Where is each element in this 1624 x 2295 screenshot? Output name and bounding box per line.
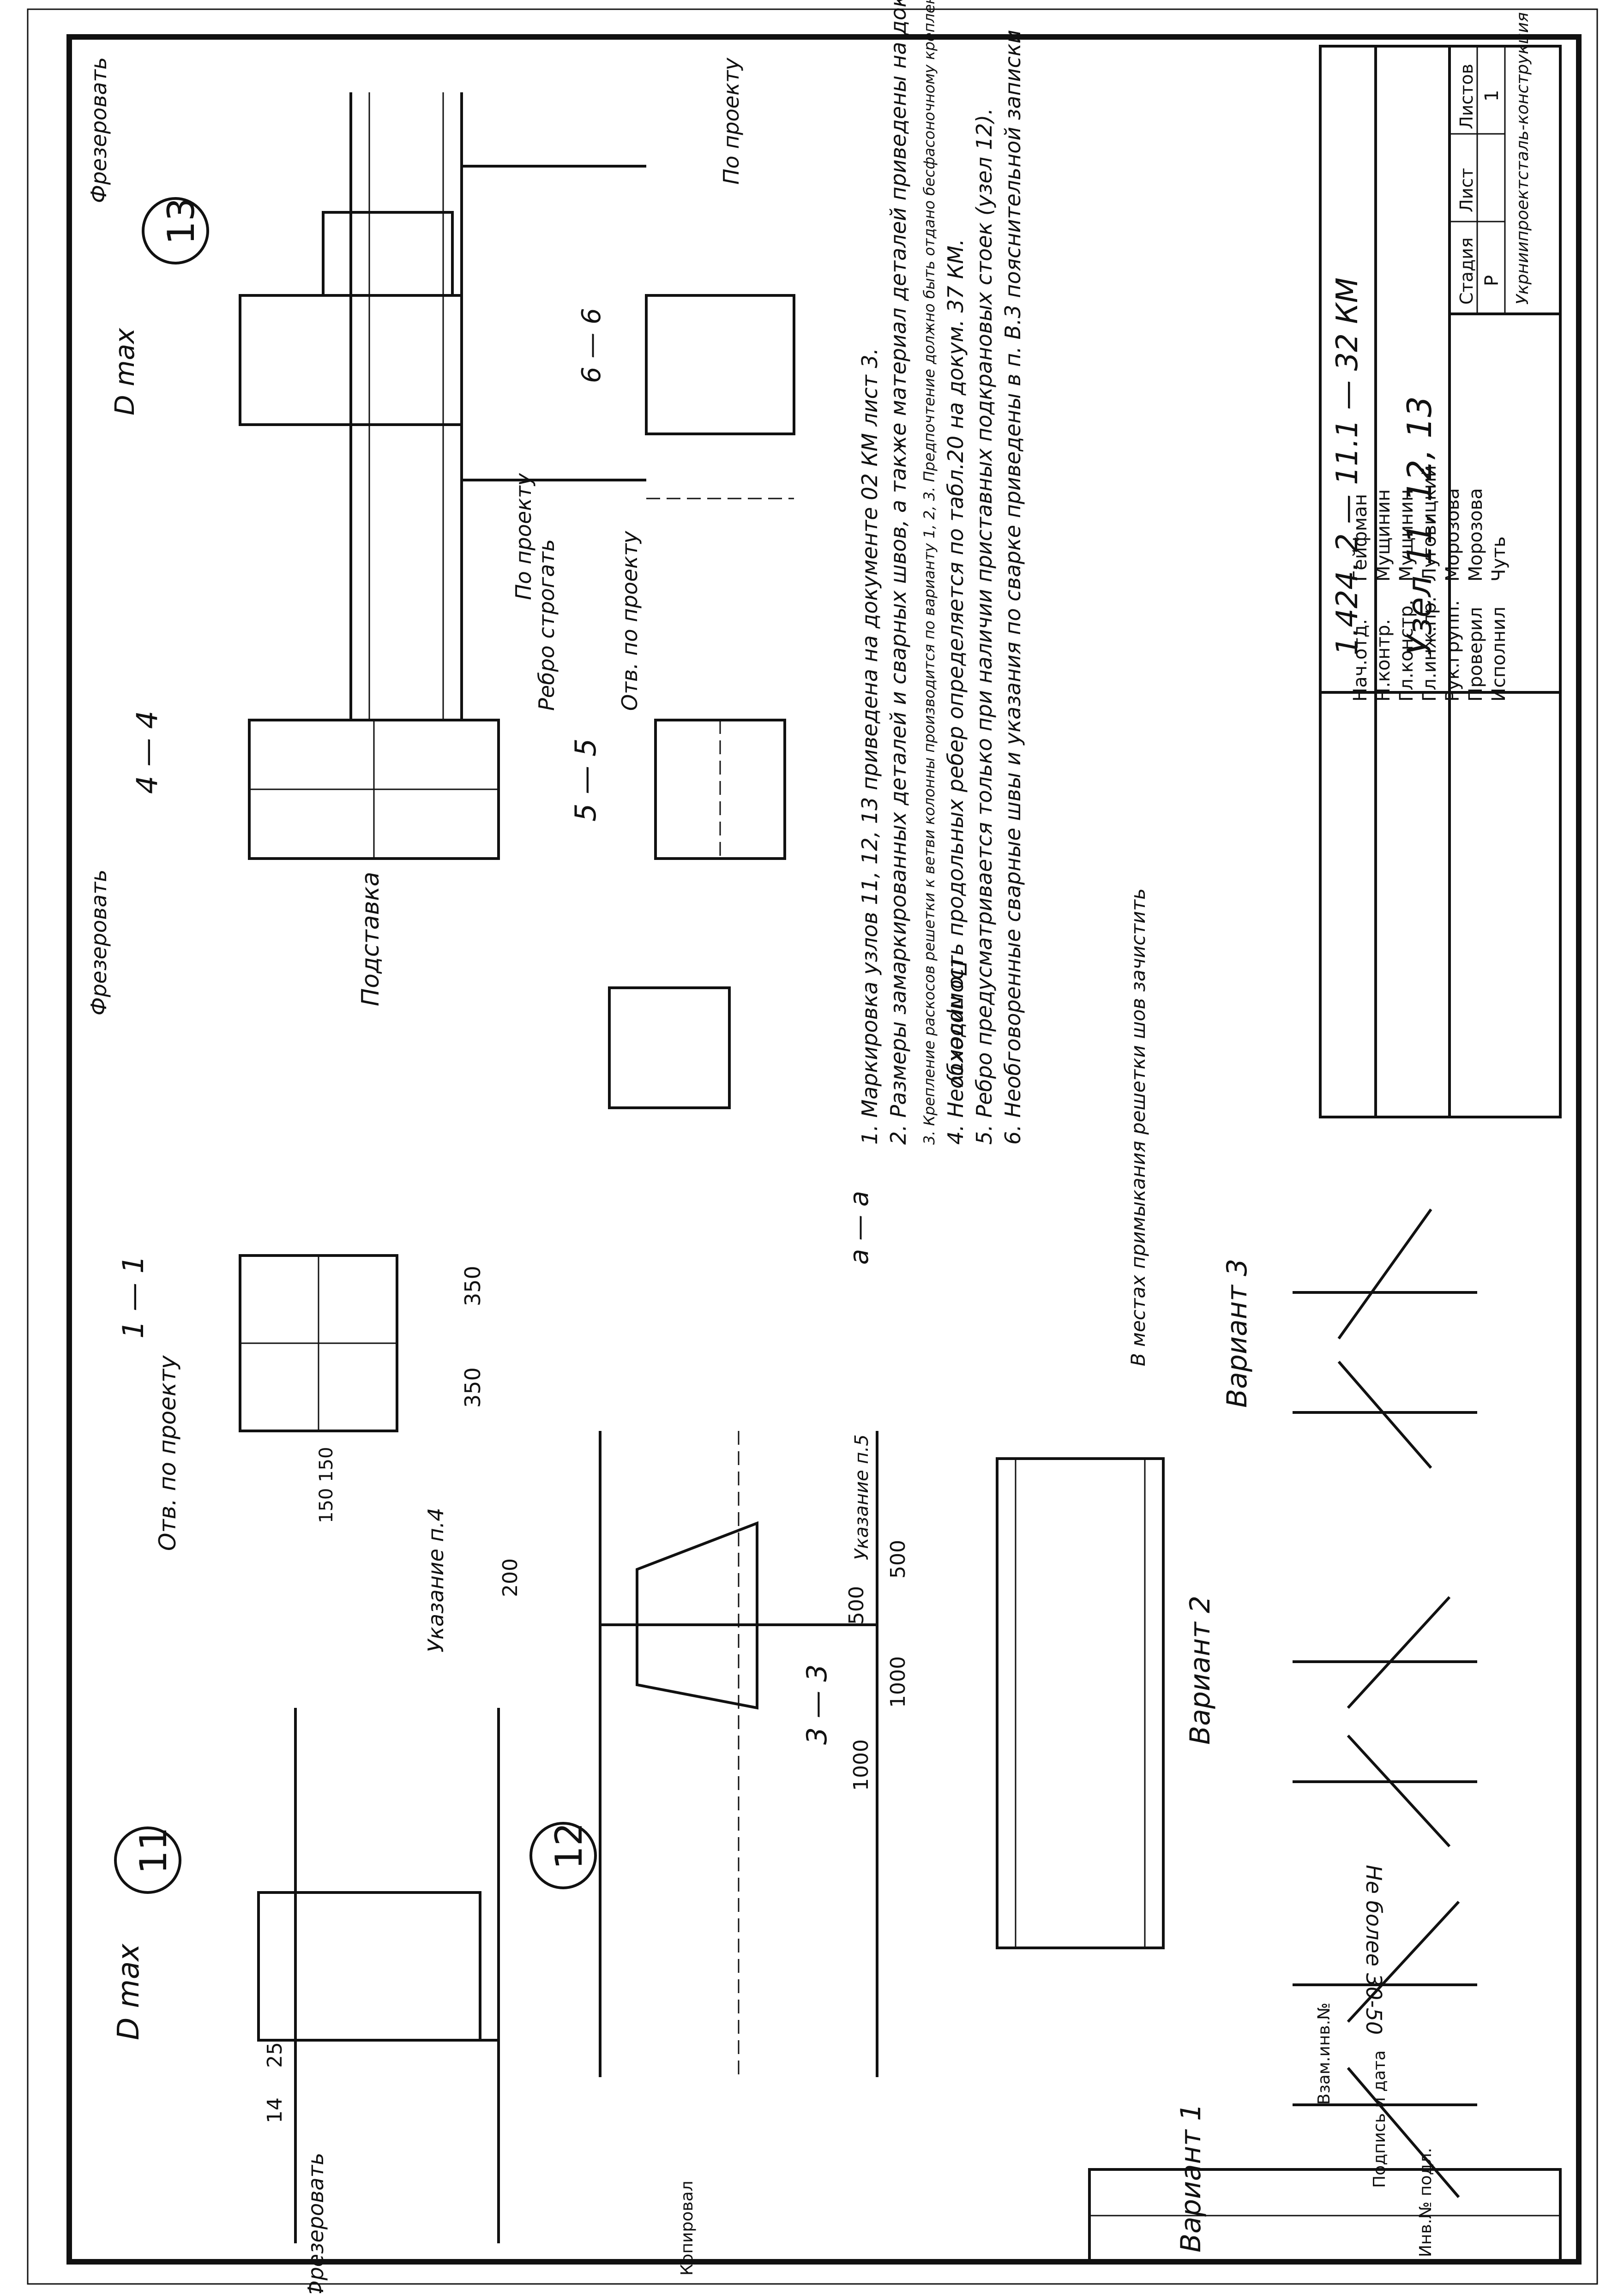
by-project-c: По проекту xyxy=(946,960,971,1087)
section-a-profile xyxy=(608,986,731,1109)
not-more: Не более 30-50 xyxy=(1361,1865,1386,2035)
section-6-plate xyxy=(645,294,795,435)
node-11-base-plate xyxy=(257,1891,481,2042)
dim-350b: 350 xyxy=(460,1367,485,1408)
sheets-value: 1 xyxy=(1481,90,1503,102)
holes-by-project-11: Отв. по проекту xyxy=(154,1355,181,1551)
dmax-13: D max xyxy=(109,328,140,415)
drawing-title: Узел 11, 12, 13 xyxy=(1400,396,1439,655)
role-name-5: Морозова xyxy=(1465,488,1486,582)
role-6: Исполнил xyxy=(1488,607,1510,702)
node-13-marker xyxy=(142,197,209,264)
dim-1000b: 1000 xyxy=(849,1739,873,1791)
bottom-stamp: Инв.№ подл. Подпись и дата Взам.инв.№ Ко… xyxy=(678,2002,1562,2276)
stamp-sign-date: Подпись и дата xyxy=(1370,2050,1389,2188)
role-name-2: Мущинин xyxy=(1396,489,1417,582)
role-0: Нач.отд. xyxy=(1350,619,1371,702)
weld-clean: В местах примыкания решетки шов зачистит… xyxy=(1127,888,1149,1366)
sections-4-5: 4 — 4 5 — 5 Ребро строгать Подставка По … xyxy=(86,539,971,1087)
title-block: Нач.отд. Гейфман Н.контр. Мущинин Гл.кон… xyxy=(1319,12,1562,1118)
sheet-header: Лист xyxy=(1456,168,1477,212)
dim-350a: 350 xyxy=(460,1266,485,1306)
role-2: Гл.констр. xyxy=(1396,600,1417,702)
note-6: 6. Необговоренные сварные швы и указания… xyxy=(1000,30,1025,1145)
milling-top: Фрезеровать xyxy=(86,57,111,203)
milling-mid: Фрезеровать xyxy=(86,870,111,1015)
note-3: 3. Крепление раскосов решетки к ветви ко… xyxy=(920,0,938,1145)
role-3: Гл.инж.пр. xyxy=(1419,596,1440,702)
note-5: 5. Ребро предусматривается только при на… xyxy=(972,108,997,1145)
node-11-detail: 11 D max 14 25 Фрезеровать Вариант 1 Вар… xyxy=(112,1596,1386,2295)
stage-header: Стадия xyxy=(1456,237,1477,305)
notes-block: 1. Маркировка узлов 11, 12, 13 приведена… xyxy=(857,0,1025,1145)
stamp-inv-replace: Взам.инв.№ xyxy=(1315,2002,1334,2105)
dim-150: 150 150 xyxy=(316,1447,337,1523)
stage-value: Р xyxy=(1481,275,1503,286)
sec-1: 1 — 1 xyxy=(116,1256,150,1339)
node-13-number: 13 xyxy=(160,198,203,245)
role-4: Рук.групп. xyxy=(1442,600,1463,702)
rib-plane: Ребро строгать xyxy=(534,539,559,711)
dim-500a: 500 xyxy=(886,1540,910,1579)
variant-3-detail xyxy=(1293,1208,1477,1469)
section-3-profile xyxy=(996,1457,1165,1949)
podstavka: Подставка xyxy=(357,871,385,1006)
dmax-11: D max xyxy=(112,1943,146,2040)
dim-500b: 500 xyxy=(845,1586,868,1625)
dim-14: 14 xyxy=(263,2097,287,2123)
sec-4: 4 — 4 xyxy=(130,711,164,794)
node-11-marker xyxy=(114,1826,181,1894)
milling-bottom: Фрезеровать xyxy=(303,2153,328,2293)
sec-5: 5 — 5 xyxy=(569,739,602,822)
sec-a: а — а xyxy=(844,1191,874,1265)
note-2: 2. Размеры замаркированных деталей и сва… xyxy=(886,0,911,1145)
node-12-gusset xyxy=(636,1521,758,1710)
role-name-1: Мущинин xyxy=(1373,489,1394,582)
role-5: Проверил xyxy=(1465,607,1486,702)
node-12-number: 12 xyxy=(547,1822,590,1869)
role-1: Н.контр. xyxy=(1373,619,1394,702)
drawing-frame xyxy=(66,34,1582,2265)
instruction-5: Указание п.5 xyxy=(851,1434,872,1560)
sec-3: 3 — 3 xyxy=(801,1664,833,1745)
variant-1-2-details xyxy=(1293,1596,1477,2198)
variant-1: Вариант 1 xyxy=(1175,2103,1207,2253)
role-name-4: Морозова xyxy=(1442,488,1463,582)
outer-border xyxy=(27,8,1598,2285)
dim-1000a: 1000 xyxy=(886,1656,910,1708)
role-name-0: Гейфман xyxy=(1350,494,1371,582)
role-name-6: Чуть xyxy=(1488,536,1510,582)
node-12-detail: 1 — 1 350 350 150 150 Отв. по проекту Ук… xyxy=(116,888,1253,2077)
stamp-inv-original: Инв.№ подл. xyxy=(1416,2148,1435,2257)
node-11-number: 11 xyxy=(132,1827,175,1874)
holes-by-project-13: Отв. по проекту xyxy=(617,531,642,711)
variant-2: Вариант 2 xyxy=(1184,1596,1216,1745)
sec-6: 6 — 6 xyxy=(577,308,607,383)
sheets-header: Листов xyxy=(1456,64,1477,129)
by-project-b: По проекту xyxy=(511,473,536,600)
dim-25: 25 xyxy=(263,2042,287,2068)
variant-3: Вариант 3 xyxy=(1221,1259,1253,1408)
organization: Укрниипроектсталь-конструкция xyxy=(1513,12,1532,305)
node-12-marker xyxy=(529,1822,597,1889)
instruction-4: Указание п.4 xyxy=(423,1508,448,1652)
note-4: 4. Необходимость продольных ребер опреде… xyxy=(943,239,968,1145)
stamp-copied: Копировал xyxy=(678,2181,697,2276)
by-project-a: По проекту xyxy=(719,57,744,185)
dim-200: 200 xyxy=(499,1558,522,1597)
role-name-3: Луговицкий xyxy=(1419,465,1440,582)
doc-code: 1.424. 2 — 11.1 — 32 КМ xyxy=(1330,277,1365,655)
note-1: 1. Маркировка узлов 11, 12, 13 приведена… xyxy=(857,348,882,1145)
node-13-detail: 13 D max Фрезеровать По проекту По проек… xyxy=(86,57,795,720)
